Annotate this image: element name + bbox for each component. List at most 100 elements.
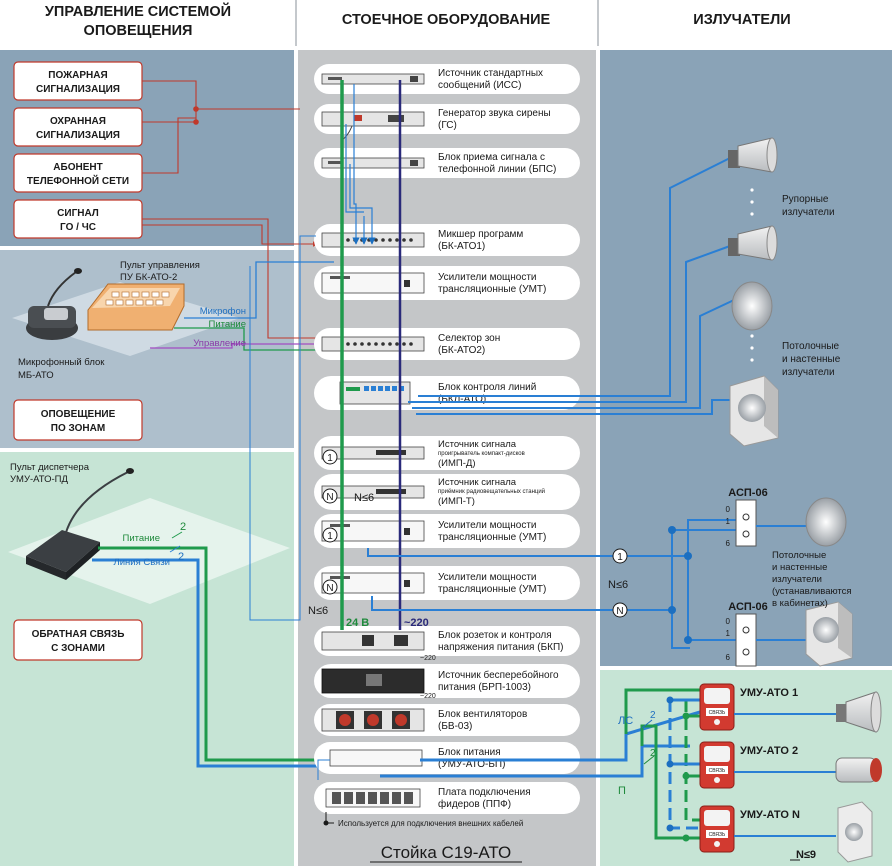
umu-device-text: СВЯЗЬ	[709, 710, 726, 716]
rack-module-label: Блок вентиляторов	[438, 709, 527, 720]
rack-module: Генератор звука сирены(ГС)	[314, 104, 580, 141]
cabinet-ceiling-speaker	[805, 497, 847, 547]
rack-module: Блок питания(УМУ-АТО-БП)	[314, 742, 580, 774]
svg-text:СИГНАЛИЗАЦИЯ: СИГНАЛИЗАЦИЯ	[36, 130, 120, 141]
header-left-line2: ОПОВЕЩЕНИЯ	[84, 23, 193, 39]
source-civil-defense: СИГНАЛ ГО / ЧС	[13, 199, 143, 239]
umu-ls-label: ЛС	[618, 715, 633, 727]
cabinet-label-3: излучатели	[772, 574, 822, 585]
horn-label-1: Рупорные	[782, 194, 829, 205]
feedback-box: ОБРАТНАЯ СВЯЗЬ С ЗОНАМИ	[13, 619, 143, 661]
rack-n-le6-b: N≤6	[308, 605, 328, 617]
rack-24v: 24 В	[346, 617, 369, 629]
rack-module: Блок вентиляторов(БВ-03)	[314, 704, 580, 736]
zone-control-console	[87, 283, 185, 331]
rack-module-label: Селектор зон	[438, 333, 500, 344]
mic-block-label-2: МБ-АТО	[18, 370, 54, 381]
umu-link-wire	[420, 710, 701, 762]
dispatcher-wire-power	[98, 546, 332, 762]
svg-text:СИГНАЛ: СИГНАЛ	[57, 208, 99, 219]
svg-text:6: 6	[726, 539, 731, 548]
zone-wire-power	[174, 327, 340, 351]
rack-module-label: Источник стандартных	[438, 68, 543, 79]
header-center: СТОЕЧНОЕ ОБОРУДОВАНИЕ	[342, 12, 551, 28]
header-left-line1: УПРАВЛЕНИЕ СИСТЕМОЙ	[45, 2, 231, 20]
rack-module: Селектор зон(БК-АТО2)	[314, 328, 580, 360]
rack-module-label: (УМУ-АТО-БП)	[438, 759, 505, 770]
rack-module-label: (ИМП-Т)	[438, 496, 475, 507]
cabinet-label-4: (устанавливаются	[772, 586, 852, 597]
umu-unit: СВЯЗЬ УМУ-АТО 1	[699, 683, 882, 733]
mic-block-label-1: Микрофонный блок	[18, 357, 105, 368]
svg-text:ОХРАННАЯ: ОХРАННАЯ	[50, 116, 106, 127]
svg-text:1: 1	[726, 517, 731, 526]
svg-text:ОПОВЕЩЕНИЕ: ОПОВЕЩЕНИЕ	[41, 409, 116, 420]
svg-text:1: 1	[617, 552, 623, 563]
dispatcher-wire-power-label: Питание	[123, 533, 161, 544]
umu-count-b: 2	[650, 748, 656, 759]
dispatcher-label-1: Пульт диспетчера	[10, 462, 90, 473]
svg-text:0: 0	[726, 505, 731, 514]
rack-module: Микшер программ(БК-АТО1)	[314, 224, 580, 256]
umu-unit: СВЯЗЬ УМУ-АТО N	[699, 801, 873, 863]
ceiling-speaker	[731, 281, 773, 331]
wire-umt1	[367, 536, 689, 557]
marker-1-wire: 1	[612, 548, 628, 564]
rack-220v: ~220	[404, 617, 429, 629]
dispatcher-wire-link-label: Линия Связи	[114, 557, 171, 568]
rack-module-label: Источник бесперебойного	[438, 669, 559, 681]
wire-umtN	[371, 530, 690, 649]
zone-wire-mic	[184, 261, 334, 319]
svg-text:1: 1	[726, 629, 731, 638]
horn-label-2: излучатели	[782, 207, 835, 218]
rack-module-label: (ГС)	[438, 120, 457, 131]
rack-module-label: телефонной линии (БПС)	[438, 163, 556, 175]
rack-module-label: трансляционные (УМТ)	[438, 284, 546, 295]
rack-module-label: Плата подключения	[438, 787, 531, 798]
svg-text:ПОЖАРНАЯ: ПОЖАРНАЯ	[48, 70, 107, 81]
rack-loop-wire	[249, 235, 316, 621]
rack-marker: 1	[327, 453, 333, 464]
horn-speaker-bottom	[728, 225, 778, 261]
emitters-n-le6: N≤6	[608, 579, 628, 591]
rack-module-label: Усилители мощности	[438, 520, 537, 531]
rack-module-label: напряжения питания (БКП)	[438, 642, 563, 653]
wire-label-power: Питание	[209, 319, 247, 330]
rack-marker: 1	[327, 531, 333, 542]
dispatcher-label-2: УМУ-АТО-ПД	[10, 474, 68, 485]
umu-device-text: СВЯЗЬ	[709, 832, 726, 838]
cabinet-label-2: и настенные	[772, 562, 827, 573]
rack-module-label: Усилители мощности	[438, 572, 537, 583]
asp-label-b: АСП-06	[728, 601, 767, 613]
asp06-switch-a: АСП-06 0 1 6	[726, 487, 768, 548]
umu-unit-label: УМУ-АТО 1	[740, 687, 798, 699]
wire-label-control: Управление	[193, 338, 246, 349]
umu-unit-label: УМУ-АТО N	[740, 809, 800, 821]
ceiling-label-1: Потолочные	[782, 341, 840, 352]
svg-text:6: 6	[726, 653, 731, 662]
rack-module-label: фидеров (ППФ)	[438, 798, 511, 810]
svg-text:0: 0	[726, 617, 731, 626]
rack-module-label: Блок розеток и контроля	[438, 630, 552, 641]
svg-text:С ЗОНАМИ: С ЗОНАМИ	[51, 643, 105, 654]
rack-module-label: Источник сигнала	[438, 477, 517, 488]
zone-box: ОПОВЕЩЕНИЕ ПО ЗОНАМ	[13, 399, 143, 441]
umu-count-a: 2	[650, 710, 656, 721]
wire-to-horns	[418, 157, 731, 397]
svg-text:СИГНАЛИЗАЦИЯ: СИГНАЛИЗАЦИЯ	[36, 84, 120, 95]
umu-unit-label: УМУ-АТО 2	[740, 745, 798, 757]
rack-module-label: Усилители мощности	[438, 272, 537, 283]
zone-console-label-2: ПУ БК-АТО-2	[120, 272, 177, 283]
horn-speaker-top	[728, 137, 778, 173]
ceiling-label-2: и настенные	[782, 354, 841, 365]
cabinet-label-5: в кабинетах)	[772, 598, 828, 609]
asp-label-a: АСП-06	[728, 487, 767, 499]
rack-module-label: питания (БРП-1003)	[438, 682, 531, 693]
